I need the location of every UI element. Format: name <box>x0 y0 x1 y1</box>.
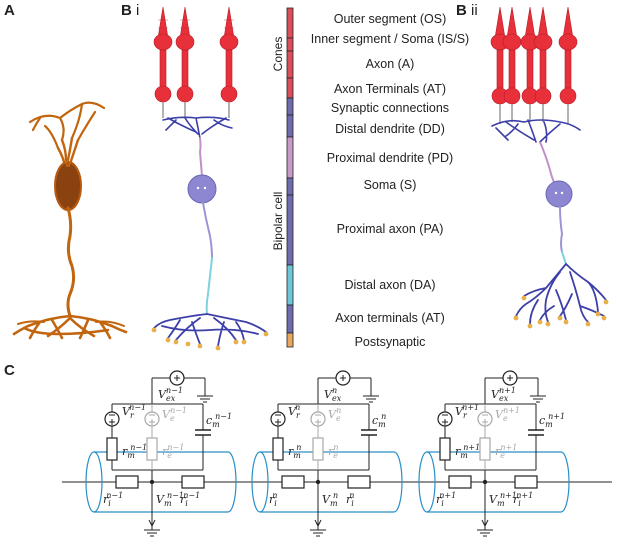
group-label-bipolar-cell: Bipolar cell <box>271 191 285 251</box>
compartment-label-synaptic-connections: Synaptic connections <box>330 101 450 115</box>
compartment-label-axon-terminals-bipolar: Axon terminals (AT) <box>335 311 445 325</box>
vex-label: Vexn <box>324 386 342 403</box>
ri-label-right: rin <box>346 491 354 508</box>
panel-label-b-i: B i <box>121 2 139 19</box>
rm-label: rmn+1 <box>455 443 480 460</box>
cone-group-bii <box>490 6 578 124</box>
cm-label: cmn <box>372 412 386 429</box>
vex-label: Vexn−1 <box>158 386 183 403</box>
cm-label: cmn+1 <box>539 412 565 429</box>
vr-label: Vrn+1 <box>455 403 479 420</box>
ri-label-left: rin <box>269 491 277 508</box>
ground-icon <box>144 529 160 537</box>
vex-label: Vexn+1 <box>491 386 516 403</box>
compartment-bar <box>286 7 294 348</box>
ri-label-right: rin+1 <box>513 491 533 508</box>
panel-label-b-i-roman: i <box>136 2 140 19</box>
rm-resistor <box>106 437 118 461</box>
ri-label-left: rin−1 <box>103 491 123 508</box>
ground-icon <box>310 529 326 537</box>
rm-label: rmn−1 <box>122 443 147 460</box>
terminal-synapses-bii <box>513 295 609 329</box>
bipolar-dendrites-bi <box>162 116 233 177</box>
bipolar-axon-bi <box>202 202 213 315</box>
compartment-label-distal-axon: Distal axon (DA) <box>344 278 436 292</box>
panel-label-b-ii-letter: B <box>456 2 467 19</box>
ri-resistor-left <box>281 475 305 489</box>
panel-label-b-i-letter: B <box>121 2 132 19</box>
cable-cylinder-end <box>418 451 436 513</box>
re-label: ren+1 <box>495 443 517 460</box>
group-label-cones: Cones <box>271 36 285 72</box>
ri-resistor-right <box>347 475 371 489</box>
vm-label: Vmn−1 <box>156 491 184 508</box>
cone-group-bi <box>153 6 239 118</box>
ri-resistor-right <box>181 475 205 489</box>
compartment-label-proximal-axon: Proximal axon (PA) <box>336 222 444 236</box>
vr-label: Vrn <box>288 403 301 420</box>
bipolar-soma-bii <box>545 180 573 208</box>
bipolar-dendrites-bii <box>491 119 581 143</box>
compartment-label-postsynaptic: Postsynaptic <box>354 335 426 349</box>
vr-label: Vrn−1 <box>122 403 146 420</box>
compartment-label-soma: Soma (S) <box>363 178 417 192</box>
cable-cylinder-end <box>251 451 269 513</box>
panel-label-b-ii: B ii <box>456 2 478 19</box>
ve-label: Ven−1 <box>162 406 187 423</box>
re-resistor <box>146 437 158 461</box>
bipolar-soma-bi <box>187 174 217 204</box>
re-label: ren−1 <box>162 443 184 460</box>
compartment-label-axon-terminals-cone: Axon Terminals (AT) <box>333 82 447 96</box>
compartment-label-proximal-dendrite: Proximal dendrite (PD) <box>326 151 454 165</box>
bipolar-terminals-bi <box>153 313 267 347</box>
cm-capacitor <box>195 429 211 436</box>
compartment-label-axon: Axon (A) <box>365 57 415 71</box>
ri-label-right: rin−1 <box>180 491 200 508</box>
rm-resistor <box>439 437 451 461</box>
compartment-label-os: Outer segment (OS) <box>333 12 447 26</box>
ri-resistor-left <box>448 475 472 489</box>
re-label: ren <box>328 443 339 460</box>
rm-resistor <box>272 437 284 461</box>
rm-label: rmn <box>288 443 301 460</box>
ri-resistor-left <box>115 475 139 489</box>
ve-label: Ven+1 <box>495 406 520 423</box>
re-resistor <box>312 437 324 461</box>
cm-label: cmn−1 <box>206 412 232 429</box>
compartment-label-distal-dendrite: Distal dendrite (DD) <box>335 122 445 136</box>
ri-resistor-right <box>514 475 538 489</box>
compartment-label-is-soma: Inner segment / Soma (IS/S) <box>310 32 470 46</box>
cable-cylinder-end <box>85 451 103 513</box>
ground-icon <box>477 529 493 537</box>
bipolar-terminals-bii <box>515 263 607 325</box>
panel-label-c: C <box>4 362 15 379</box>
re-resistor <box>479 437 491 461</box>
cm-capacitor <box>528 429 544 436</box>
terminal-synapses-bi <box>151 327 269 351</box>
cm-capacitor <box>361 429 377 436</box>
panel-label-b-ii-roman: ii <box>471 2 478 19</box>
ri-label-left: rin+1 <box>436 491 456 508</box>
vm-label: Vmn <box>322 491 338 508</box>
panel-label-a: A <box>4 2 15 19</box>
ve-label: Ven <box>328 406 341 423</box>
vm-label: Vmn+1 <box>489 491 517 508</box>
